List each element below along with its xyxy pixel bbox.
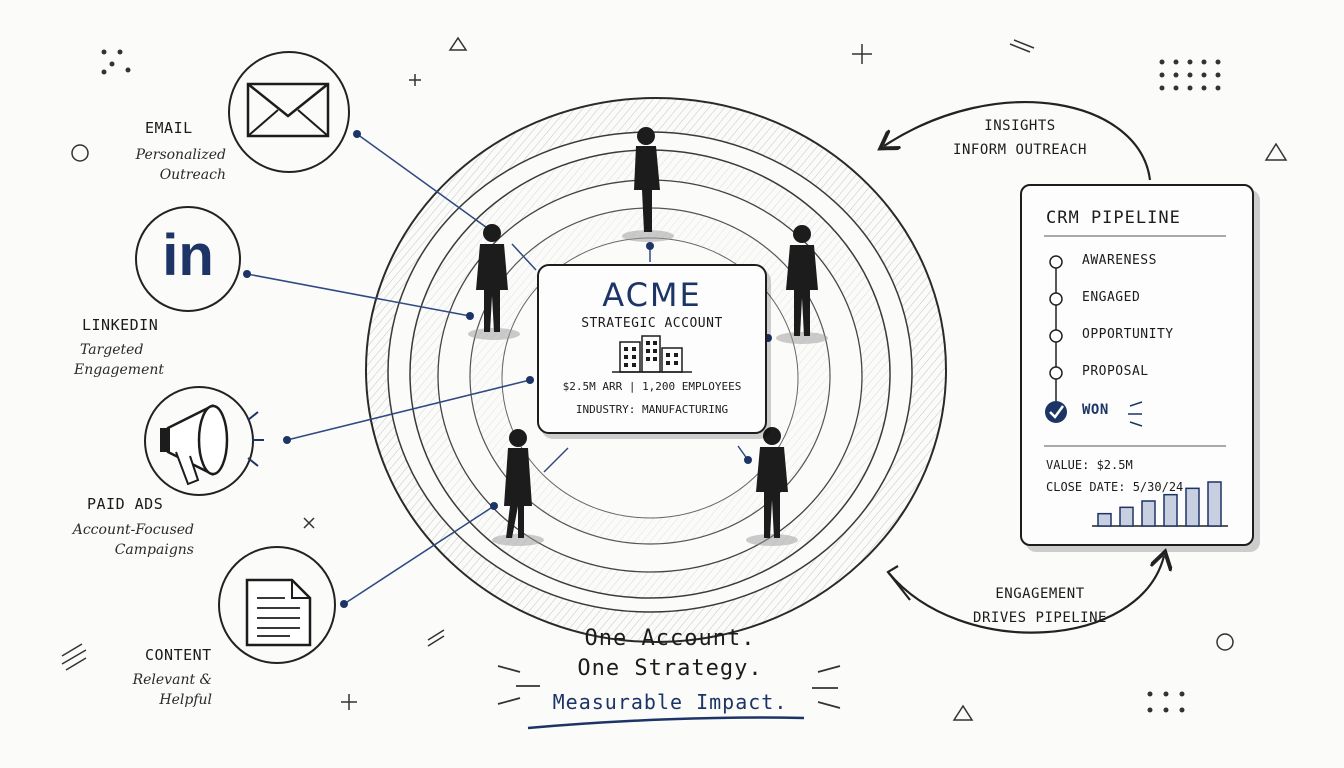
insights-note-line1: INSIGHTS (984, 118, 1056, 134)
paid-ads-subtitle-line2: Campaigns (114, 542, 194, 558)
mini-chart-bar (1097, 512, 1112, 527)
envelope-icon (246, 82, 330, 138)
person-left (468, 224, 520, 340)
engagement-note-line2: DRIVES PIPELINE (973, 610, 1107, 626)
crm-close-date: CLOSE DATE: 5/30/24 (1046, 480, 1184, 494)
engagement-arrow (886, 556, 1164, 634)
crm-pipeline-graphic (1044, 235, 1228, 527)
person-top (622, 127, 674, 242)
paid-ads-subtitle-line1: Account-Focused (72, 522, 194, 538)
linkedin-icon: in (162, 223, 214, 288)
insights-note: INSIGHTS INFORM OUTREACH (940, 114, 1100, 162)
stage-proposal: PROPOSAL (1082, 364, 1149, 379)
connector-lines (246, 133, 749, 605)
person-right (776, 225, 828, 344)
linkedin-subtitle: Targeted Engagement (40, 340, 164, 380)
content-title: CONTENT (145, 646, 212, 664)
account-card: ACME STRATEGIC ACCOUNT $2.5M ARR | 1,200… (537, 264, 767, 434)
stage-engaged: ENGAGED (1082, 290, 1141, 305)
email-subtitle: Personalized Outreach (96, 145, 226, 185)
insights-note-line2: INFORM OUTREACH (953, 142, 1087, 158)
email-subtitle-line1: Personalized (135, 147, 226, 163)
crm-value: VALUE: $2.5M (1046, 458, 1133, 472)
tagline-underline (527, 716, 805, 730)
content-subtitle: Relevant & Helpful (100, 670, 212, 710)
mini-chart-bar (1207, 481, 1222, 527)
account-industry: INDUSTRY: MANUFACTURING (575, 403, 729, 416)
checkmark-icon (1045, 401, 1067, 423)
linkedin-subtitle-line1: Targeted (80, 342, 144, 358)
decorations (61, 36, 1288, 721)
tagline-line1: One Account. (584, 626, 756, 651)
paid-ads-title: PAID ADS (87, 495, 164, 513)
person-bottom-left (492, 429, 544, 546)
tagline-line2: One Strategy. (577, 656, 763, 681)
buildings-icon (612, 335, 692, 373)
linkedin-title: LINKEDIN (82, 316, 159, 334)
channel-circles (135, 51, 350, 664)
crm-pipeline-card: CRM PIPELINE AWARENESS ENGAGED OPPORTUNI… (1020, 184, 1254, 546)
linkedin-subtitle-line2: Engagement (74, 362, 164, 378)
stage-node (1049, 329, 1063, 343)
mini-chart-bar (1163, 493, 1178, 527)
document-icon (245, 578, 312, 647)
mini-bar-chart (1092, 481, 1228, 527)
stage-awareness: AWARENESS (1082, 253, 1157, 268)
person-bottom-right (746, 427, 798, 546)
email-title: EMAIL (145, 119, 193, 137)
stage-node (1049, 292, 1063, 306)
engagement-note-line1: ENGAGEMENT (995, 586, 1085, 602)
content-subtitle-line1: Relevant & (132, 672, 212, 688)
account-label: STRATEGIC ACCOUNT (581, 316, 723, 331)
stakeholder-figures (468, 127, 828, 546)
mini-chart-bar (1185, 487, 1200, 527)
decoration-dots (101, 49, 1221, 713)
stage-won: WON (1082, 402, 1109, 418)
mini-chart-bar (1141, 500, 1156, 527)
engagement-note: ENGAGEMENT DRIVES PIPELINE (960, 582, 1120, 630)
crm-title: CRM PIPELINE (1046, 208, 1181, 228)
tagline-line3: Measurable Impact. (552, 690, 788, 714)
tagline-marks (497, 665, 841, 709)
stage-node (1049, 366, 1063, 380)
content-subtitle-line2: Helpful (159, 692, 212, 708)
megaphone-icon (160, 403, 264, 486)
insights-arrow (884, 100, 1152, 181)
paid-ads-subtitle: Account-Focused Campaigns (60, 520, 194, 560)
account-stats: $2.5M ARR | 1,200 EMPLOYEES (562, 380, 742, 393)
stage-node (1049, 255, 1063, 269)
account-name: ACME (602, 276, 702, 314)
email-subtitle-line2: Outreach (159, 167, 226, 183)
mini-chart-bar (1119, 506, 1134, 527)
stage-opportunity: OPPORTUNITY (1082, 327, 1174, 342)
